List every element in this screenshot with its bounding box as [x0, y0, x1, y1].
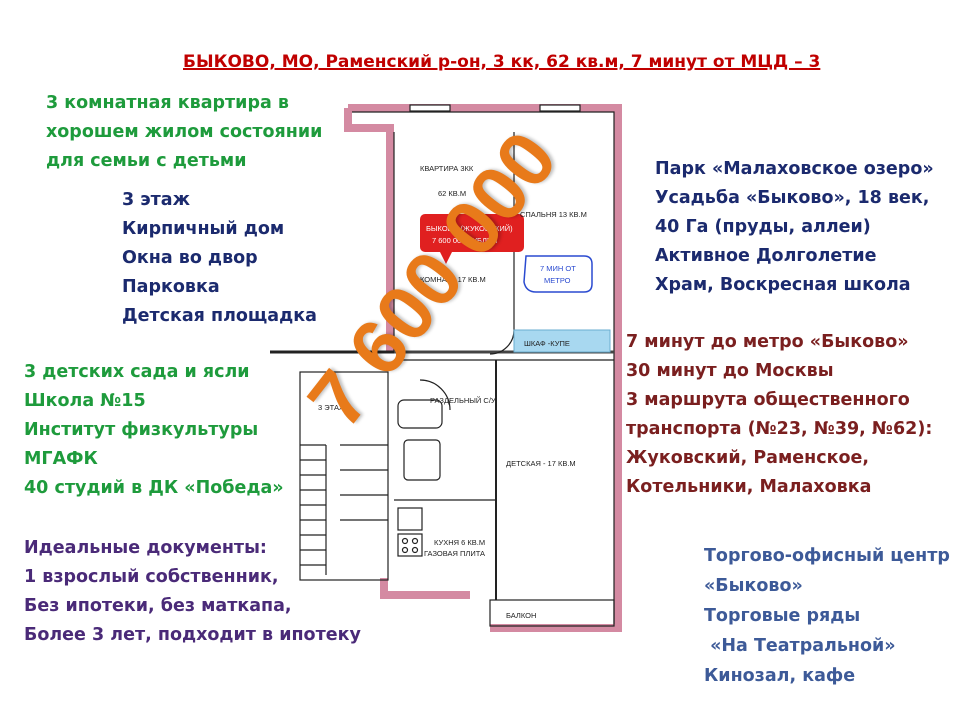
intro-line: 3 комнатная квартира в — [46, 93, 289, 113]
leisure-item: Храм, Воскресная школа — [655, 275, 911, 295]
transport-item: 30 минут до Москвы — [626, 361, 834, 381]
transport-item: транспорта (№23, №39, №62): — [626, 419, 933, 439]
plan-walls — [344, 104, 622, 632]
plan-bedroom-label: СПАЛЬНЯ 13 КВ.М — [520, 210, 587, 219]
leisure-item: Усадьба «Быково», 18 век, — [655, 188, 930, 208]
education-item: Школа №15 — [24, 391, 146, 411]
intro-line: хорошем жилом состоянии — [46, 122, 323, 142]
education-block: 3 детских сада и ясли Школа №15 Институт… — [24, 358, 284, 503]
shopping-item: «Быково» — [704, 576, 803, 596]
plan-closet-label: ШКАФ -КУПЕ — [524, 339, 570, 348]
documents-item: Без ипотеки, без маткапа, — [24, 596, 292, 616]
plan-gas-stove-label: ГАЗОВАЯ ПЛИТА — [424, 549, 485, 558]
shopping-item: Торгово-офисный центр — [704, 546, 950, 566]
education-item: МГАФК — [24, 449, 98, 469]
plan-balcony-label: БАЛКОН — [506, 611, 536, 620]
plan-area-label: 62 КВ.М — [438, 189, 466, 198]
metro-line2: МЕТРО — [544, 276, 571, 285]
intro-line: для семьи с детьми — [46, 151, 247, 171]
transport-block: 7 минут до метро «Быково» 30 минут до Мо… — [626, 328, 932, 502]
transport-item: Котельники, Малаховка — [626, 477, 872, 497]
metro-bubble — [523, 255, 593, 293]
feature-item: Детская площадка — [122, 306, 317, 326]
shopping-item: Торговые ряды — [704, 606, 861, 626]
closet-area — [513, 329, 611, 353]
shopping-block: Торгово-офисный центр «Быково» Торговые … — [704, 541, 950, 691]
feature-item: Парковка — [122, 277, 220, 297]
feature-item: Кирпичный дом — [122, 219, 285, 239]
plan-apartment-label: КВАРТИРА 3КК — [420, 164, 474, 173]
leisure-block: Парк «Малаховское озеро» Усадьба «Быково… — [655, 155, 934, 300]
page-title: БЫКОВО, МО, Раменский р-он, 3 кк, 62 кв.… — [183, 52, 821, 72]
feature-item: Окна во двор — [122, 248, 258, 268]
intro-block: 3 комнатная квартира в хорошем жилом сос… — [46, 89, 322, 176]
transport-item: 3 маршрута общественного — [626, 390, 910, 410]
education-item: 3 детских сада и ясли — [24, 362, 250, 382]
shopping-item: Кинозал, кафе — [704, 666, 856, 686]
plan-floor-label: 3 ЭТАЖ — [318, 403, 346, 412]
documents-item: Идеальные документы: — [24, 538, 267, 558]
leisure-item: Активное Долголетие — [655, 246, 877, 266]
transport-item: Жуковский, Раменское, — [626, 448, 870, 468]
documents-item: 1 взрослый собственник, — [24, 567, 279, 587]
education-item: 40 студий в ДК «Победа» — [24, 478, 284, 498]
documents-block: Идеальные документы: 1 взрослый собствен… — [24, 534, 361, 650]
price-tag-line2: 7 600 000 РУБЛЕЙ — [432, 236, 497, 245]
education-item: Институт физкультуры — [24, 420, 259, 440]
plan-bathroom-label: РАЗДЕЛЬНЫЙ С/У — [430, 396, 496, 405]
feature-item: 3 этаж — [122, 190, 191, 210]
price-tag — [420, 214, 524, 252]
leisure-item: Парк «Малаховское озеро» — [655, 159, 934, 179]
plan-kids-room-label: ДЕТСКАЯ - 17 КВ.М — [506, 459, 576, 468]
documents-item: Более 3 лет, подходит в ипотеку — [24, 625, 361, 645]
leisure-item: 40 Га (пруды, аллеи) — [655, 217, 871, 237]
plan-kitchen-label: КУХНЯ 6 КВ.М — [434, 538, 485, 547]
price-tag-line1: БЫКОВО (ЖУКОВСКИЙ) — [426, 224, 513, 233]
transport-item: 7 минут до метро «Быково» — [626, 332, 909, 352]
features-block: 3 этаж Кирпичный дом Окна во двор Парков… — [122, 186, 317, 331]
metro-line1: 7 МИН ОТ — [540, 264, 576, 273]
plan-room-label: КОМНАТА 17 КВ.М — [420, 275, 486, 284]
shopping-item: «На Театральной» — [704, 636, 896, 656]
